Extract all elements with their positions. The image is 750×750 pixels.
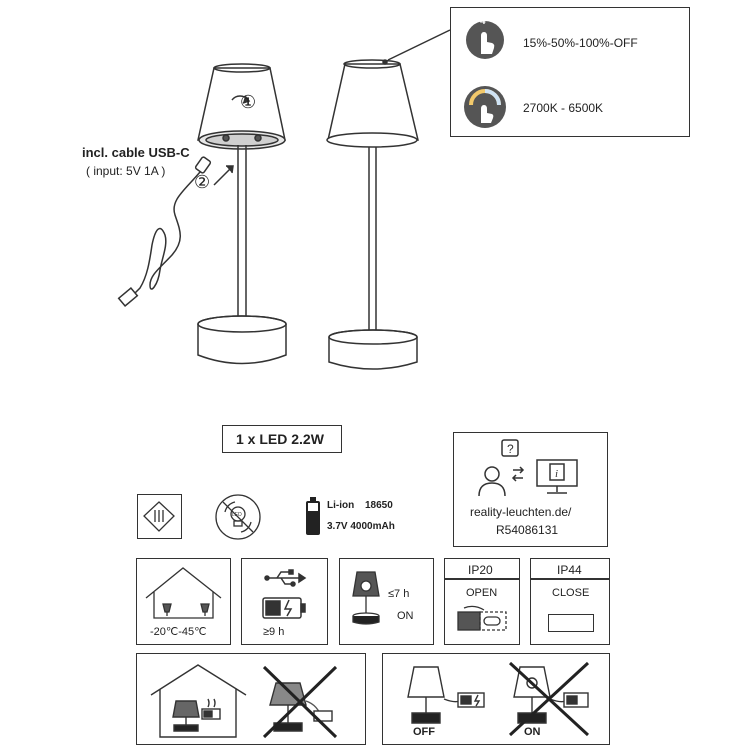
indoor-house-icon	[145, 567, 222, 619]
charging-off-label: OFF	[413, 726, 435, 738]
svg-text:LED: LED	[232, 512, 242, 518]
charge-time-text: ≥9 h	[263, 626, 285, 638]
battery-type: Li-ion	[327, 500, 355, 511]
ip20-divider	[444, 578, 520, 580]
ip44-state: CLOSE	[552, 587, 590, 599]
charge-indoor-only-icon	[150, 664, 338, 739]
website-url: reality-leuchten.de/	[470, 505, 572, 519]
runtime-box	[339, 558, 434, 645]
port-cover-closed-icon	[548, 614, 594, 632]
temperature-range-box	[136, 558, 231, 645]
lamp-runtime-icon	[352, 571, 380, 625]
touch-tap-count: 4	[480, 16, 486, 27]
battery-icon	[306, 497, 320, 535]
svg-text:i: i	[555, 468, 558, 480]
color-temperature-icon	[464, 86, 506, 128]
ip44-box	[530, 558, 610, 645]
support-contact-icon: ? i	[478, 439, 578, 497]
step-two-marker: ②	[194, 172, 211, 192]
usb-charging-icon	[262, 569, 307, 619]
cable-title: incl. cable USB-C	[82, 145, 190, 160]
battery-spec: 3.7V 4000mAh	[327, 521, 395, 532]
battery-model: 18650	[365, 500, 393, 511]
website-product-code: R54086131	[496, 523, 559, 537]
website-info-box	[453, 432, 608, 547]
ip20-rating: IP20	[468, 563, 493, 577]
runtime-hours: ≤7 h	[388, 588, 410, 600]
port-cover-open-icon	[457, 605, 507, 631]
ip44-rating: IP44	[557, 563, 582, 577]
lamp-disassembled-drawing	[117, 63, 287, 365]
ip20-state: OPEN	[466, 587, 498, 599]
step-one-marker: ①	[240, 92, 257, 112]
charge-time-box	[241, 558, 328, 645]
led-spec-label: 1 x LED 2.2W	[236, 431, 324, 447]
led-spec-box	[222, 425, 342, 453]
touch-tap-icon	[466, 21, 504, 59]
brightness-levels: 15%-50%-100%-OFF	[523, 36, 638, 50]
cable-input-spec: ( input: 5V 1A )	[86, 164, 166, 178]
color-temperature-range: 2700K - 6500K	[523, 101, 604, 115]
runtime-mode: ON	[397, 610, 414, 622]
svg-text:?: ?	[507, 442, 514, 456]
protection-class-iii-icon	[143, 501, 175, 532]
lamp-assembled-drawing	[326, 29, 451, 370]
ip44-divider	[530, 578, 610, 580]
temperature-range-text: -20℃-45℃	[150, 626, 207, 638]
charging-on-label: ON	[524, 726, 541, 738]
charge-when-off-icon	[407, 661, 590, 737]
led-not-replaceable-icon: LED	[215, 494, 261, 540]
